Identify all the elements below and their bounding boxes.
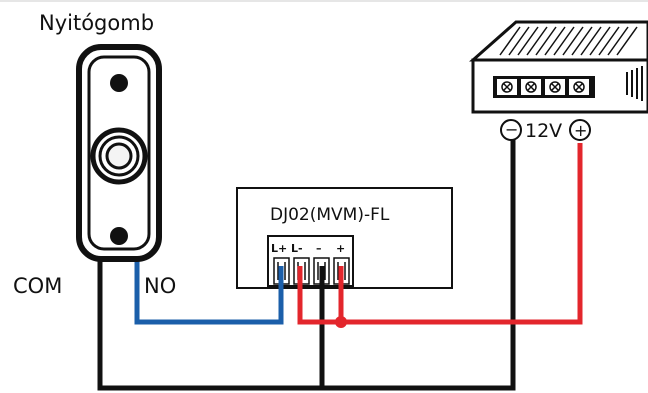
terminal-label-minus: – (316, 242, 322, 255)
terminal-label-l-minus: L- (291, 242, 303, 255)
screw-bottom-icon (110, 227, 128, 245)
psu-minus-symbol: − (505, 120, 518, 139)
controller-label: DJ02(MVM)-FL (270, 205, 390, 225)
psu-vent-lines (499, 26, 638, 56)
button-no-label: NO (144, 274, 176, 298)
blue-wire-no (134, 258, 284, 325)
black-wire-com-loop (97, 140, 516, 391)
button-com-label: COM (13, 274, 62, 298)
psu-plus-icon: + (569, 119, 591, 141)
terminal-label-plus: + (336, 242, 345, 255)
psu-top-face (469, 20, 648, 62)
push-button-cap-icon (105, 142, 133, 170)
psu-terminal-screws (497, 79, 589, 95)
terminal-label-l-plus: L+ (271, 242, 287, 255)
power-supply (469, 20, 648, 114)
psu-side-vents (626, 66, 643, 101)
psu-plus-symbol: + (574, 121, 587, 140)
red-wire-positive (297, 143, 583, 325)
psu-voltage-label: 12V (525, 120, 562, 142)
exit-button (76, 44, 162, 262)
button-title: Nyitógomb (39, 11, 154, 35)
red-wire-junction (335, 316, 347, 328)
screw-top-icon (110, 74, 128, 92)
psu-minus-icon: − (500, 119, 522, 141)
